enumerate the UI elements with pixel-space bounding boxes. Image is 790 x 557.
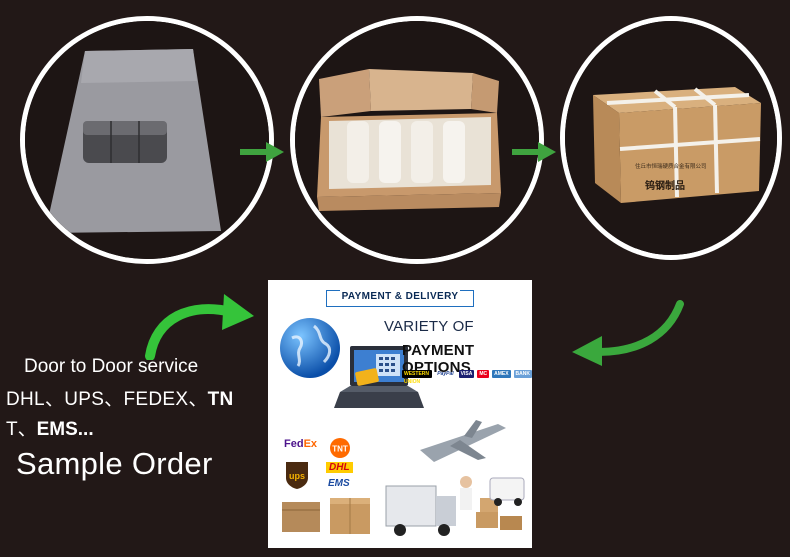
sample-order-title: Sample Order xyxy=(16,446,213,481)
pipe-on-foam-image xyxy=(25,21,269,259)
paypal-logo: PayPal xyxy=(437,371,454,377)
mastercard-logo: MC xyxy=(477,370,490,378)
ems-logo: EMS xyxy=(328,478,350,489)
variety-text: VARIETY OF xyxy=(384,318,474,335)
visa-logo: VISA xyxy=(458,370,475,378)
open-box-image xyxy=(295,21,539,259)
svg-text:TNT: TNT xyxy=(332,445,348,454)
ups-logo: ups xyxy=(286,462,308,489)
parcel-stack-icon xyxy=(476,498,522,530)
curved-arrow-icon xyxy=(145,294,254,360)
open-box-icon xyxy=(319,69,371,117)
panel-header: PAYMENT & DELIVERY xyxy=(326,290,474,307)
arrow-right-icon xyxy=(512,142,556,162)
globe-icon xyxy=(280,318,340,378)
payment-delivery-panel: PAYMENT & DELIVERY VARIETY OF PAYMENT OP… xyxy=(268,280,532,548)
arrow-right-icon xyxy=(240,142,284,162)
bank-logo: BANK xyxy=(513,370,532,378)
delivery-scene-icon xyxy=(385,420,525,536)
fedex-logo: FedEx xyxy=(284,438,318,450)
western-union-logo: WESTERN UNION xyxy=(402,370,433,385)
cargo-boxes-icon xyxy=(282,498,370,534)
tnt-logo: TNT xyxy=(330,438,350,458)
courier-icon xyxy=(460,476,472,510)
carton-small-print: 住丘市恒瑞硬质合金有限公司 xyxy=(635,162,707,170)
dhl-logo: DHL xyxy=(326,462,353,473)
svg-text:ups: ups xyxy=(289,471,305,481)
carriers-line-1: DHL、UPS、FEDEX、TN xyxy=(6,389,234,410)
amex-logo: AMEX xyxy=(492,370,511,378)
step-2-circle xyxy=(290,16,544,264)
strapped-carton-image: 住丘市恒瑞硬质合金有限公司 钨钢制品 xyxy=(565,21,777,255)
curved-arrow-icon xyxy=(572,300,684,366)
van-icon xyxy=(489,477,525,506)
step-3-circle: 住丘市恒瑞硬质合金有限公司 钨钢制品 xyxy=(560,16,782,260)
carriers-line-2: T、EMS... xyxy=(6,419,94,440)
carton-label: 钨钢制品 xyxy=(645,179,685,192)
laptop-icon xyxy=(334,346,424,408)
truck-icon xyxy=(385,485,456,536)
door-to-door-text: Door to Door service xyxy=(24,356,199,377)
airplane-icon xyxy=(420,420,506,462)
payment-logo-strip: WESTERN UNION PayPal VISA MC AMEX BANK xyxy=(402,370,532,385)
step-1-circle xyxy=(20,16,274,264)
